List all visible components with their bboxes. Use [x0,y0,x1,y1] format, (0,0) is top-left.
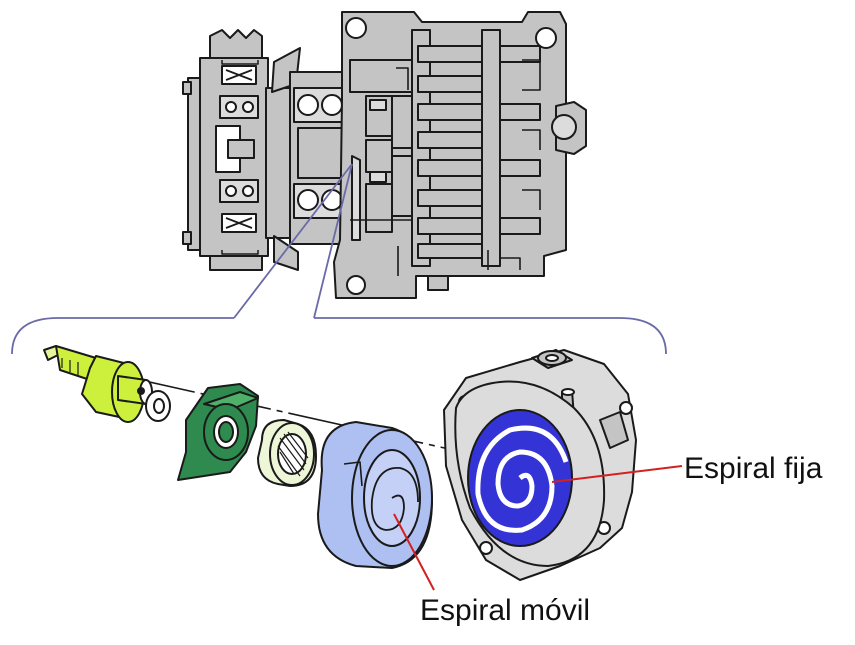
drive-shaft [43,345,153,423]
washer [145,390,171,422]
exploded-view [43,345,683,591]
front-housing [265,47,355,271]
needle-bearing [257,419,317,487]
fixed-scroll-label: Espiral fija [684,452,823,485]
fixed-scroll-leader [551,465,683,483]
orbiting-scroll [317,421,433,569]
compressor-cross-section [182,11,587,299]
orbiting-scroll-label: Espiral móvil [420,594,590,627]
fixed-scroll-housing [443,349,637,581]
counterweight [177,383,259,481]
orbiting-scroll-leader [393,513,435,591]
zoom-bracket [11,163,667,355]
clutch-pulley [182,29,269,271]
compressor-body [333,11,587,299]
